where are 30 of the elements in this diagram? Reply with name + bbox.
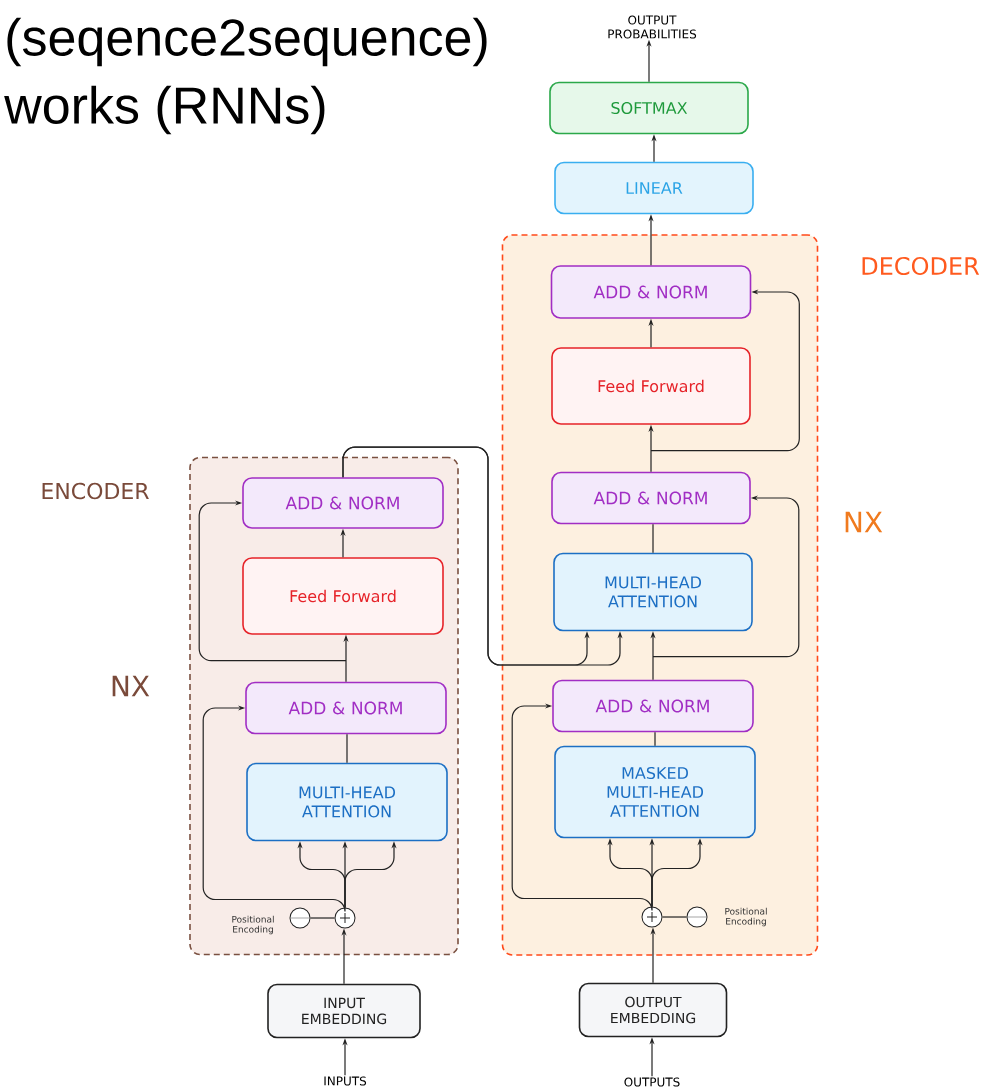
panel-heading: DECODER <box>862 256 980 276</box>
encoding-label: Positional Encoding <box>725 907 767 927</box>
text-label: INPUTS <box>324 1076 367 1086</box>
text-label: OUTPUTS <box>624 1077 680 1087</box>
plus-circle <box>334 907 356 929</box>
add-norm-box: ADD & NORM <box>245 681 447 735</box>
arrow <box>202 705 346 913</box>
panel-heading: ENCODER <box>42 482 149 500</box>
add-norm-box: ADD & NORM <box>551 471 751 525</box>
arrow <box>511 703 653 912</box>
heading-text: (seqence2sequence) <box>7 17 487 67</box>
add-norm-box: ADD & NORM <box>552 679 754 733</box>
add-norm-box: ADD & NORM <box>242 477 444 529</box>
embedding-box: INPUT EMBEDDING <box>267 983 421 1039</box>
plus-circle <box>641 906 663 928</box>
add-norm-box: ADD & NORM <box>550 265 752 319</box>
attention-box: MULTI-HEAD ATTENTION <box>553 552 753 632</box>
feed-forward-box: Feed Forward <box>551 347 751 425</box>
attention-box: MULTI-HEAD ATTENTION <box>246 762 448 842</box>
encoding-label: Positional Encoding <box>232 915 274 935</box>
feed-forward-box: Feed Forward <box>242 557 444 635</box>
linear-box: LINEAR <box>554 161 754 215</box>
embedding-box: OUTPUT EMBEDDING <box>578 982 728 1038</box>
repeat-label: NX <box>845 511 883 533</box>
attention-box: MASKED MULTI-HEAD ATTENTION <box>554 745 756 839</box>
repeat-label: NX <box>112 675 150 697</box>
softmax-box: SOFTMAX <box>549 81 749 135</box>
heading-text: works (RNNs) <box>4 85 325 135</box>
text-label: OUTPUT PROBABILITIES <box>608 15 697 39</box>
arrow <box>198 500 347 662</box>
